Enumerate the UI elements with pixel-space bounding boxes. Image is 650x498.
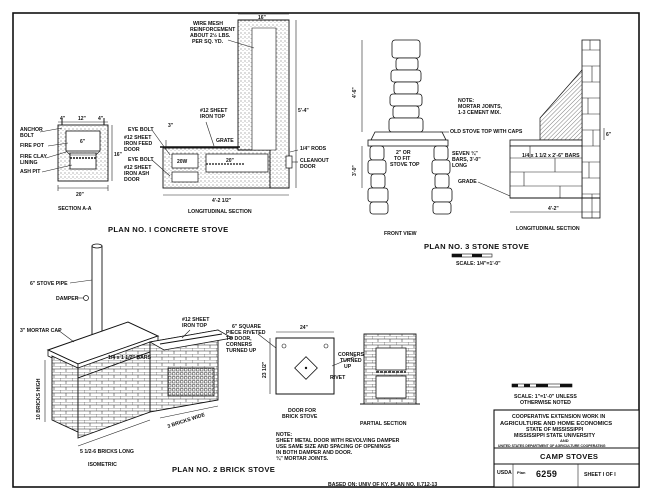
plan1-dim-3: 3" — [168, 123, 174, 129]
plan1-dim-5-4: 5'-4" — [298, 108, 309, 114]
plan2-isometric-caption: ISOMETRIC — [88, 462, 117, 468]
title-block-org6: UNITED STATES DEPARTMENT OF AGRICULTURE … — [498, 444, 606, 448]
title-block-plan-no: 6259 — [536, 469, 557, 479]
plan2-label-damper: DAMPER — [56, 296, 79, 302]
title-block-sheet: SHEET I OF I — [584, 472, 616, 478]
plan2-isometric — [44, 243, 234, 447]
plan3-dim-4-2: 4'-2" — [548, 206, 559, 212]
plan3-label-bars2: 1/4 x 1 1/2 x 2'-6" BARS — [522, 153, 580, 159]
plan2-note: NOTE: SHEET METAL DOOR WITH REVOLVING DA… — [276, 432, 401, 462]
plan1-dim-4b: 4" — [98, 116, 104, 122]
plan3-dim-6: 6" — [606, 132, 612, 138]
plan2-label-pipe: 6" STOVE PIPE — [30, 281, 68, 287]
plan2-label-bars: 1/4 x 1 1/2" BARS — [108, 355, 152, 361]
plan1-section-aa — [57, 118, 113, 191]
title-block-sheet-title: CAMP STOVES — [540, 452, 598, 461]
plan1-long-caption: LONGITUDINAL SECTION — [188, 209, 252, 215]
plan1-dim-20: 20" — [76, 192, 85, 198]
plan1-title: PLAN NO. I CONCRETE STOVE — [108, 225, 228, 234]
title-block-org5: AND — [560, 438, 569, 443]
plan1-dim-4-2: 4'-2 1/2" — [212, 198, 232, 204]
plan2-based-on: BASED ON: UNIV OF KY. PLAN NO. II.712-13 — [328, 482, 437, 488]
plan1-section-caption: SECTION A-A — [58, 206, 92, 212]
title-block-plan-prefix: Plan — [517, 470, 526, 475]
plan2-door-drawing — [257, 331, 357, 395]
plan1-dim-20w: 20W — [177, 159, 188, 165]
plan1-label-grate: GRATE — [216, 138, 234, 144]
plan1-label-rods: 1/4" RODS — [300, 146, 327, 152]
plan1-label-fire-pot: FIRE POT — [20, 143, 45, 149]
plan1-label-ash-pit: ASH PIT — [20, 169, 41, 175]
title-block-org4: MISSISSIPPI STATE UNIVERSITY — [514, 433, 596, 439]
title-block-org2: AGRICULTURE AND HOME ECONOMICS — [500, 421, 612, 427]
plan2-partial-caption: PARTIAL SECTION — [360, 421, 407, 427]
plan1-dim-16-top: 16" — [258, 15, 267, 21]
title-block-usda: USDA — [497, 470, 512, 476]
plan1-label-eye-bolt: EYE BOLT — [128, 127, 154, 133]
plan3-dim-3-0: 3'-0" — [352, 165, 358, 176]
plan3-longitudinal-section — [509, 39, 605, 219]
sheet-border — [12, 12, 640, 488]
plan2-label-bricks-wide: 3 BRICKS WIDE — [167, 412, 207, 430]
plan2-label-rivet: RIVET — [330, 375, 346, 381]
plan3-label-note: NOTE:MORTAR JOINTS,1-3 CEMENT MIX. — [458, 98, 503, 116]
plan3-dim-4-6: 4'-6" — [352, 87, 358, 98]
plan3-label-grade: GRADE — [458, 179, 477, 185]
plan2-label-bricks-high: 10 BRICKS HIGH — [36, 378, 42, 420]
title-block-org1: COOPERATIVE EXTENSION WORK IN — [512, 414, 606, 420]
plan3-scale-bar — [451, 253, 493, 258]
plan1-label-eye-bolt2: EYE BOLT — [128, 157, 154, 163]
title-block-org3: STATE OF MISSISSIPPI — [526, 427, 584, 433]
plan3-label-stove-top: OLD STOVE TOP WITH CAPS — [450, 129, 523, 135]
plan2-brick-stove: 6" STOVE PIPE DAMPER 3" MORTAR CAP #12 S… — [20, 243, 437, 488]
plan3-title: PLAN NO. 3 STONE STOVE — [424, 242, 529, 251]
plan3-front-caption: FRONT VIEW — [384, 231, 417, 237]
plan1-dim-12: 12" — [78, 116, 87, 122]
main-scale-bar — [511, 383, 573, 388]
plan2-label-mortar-cap: 3" MORTAR CAP — [20, 328, 62, 334]
plan2-dim-24: 24" — [300, 325, 309, 331]
plan3-front-view — [361, 39, 453, 215]
plan2-partial-section — [360, 333, 420, 405]
plan3-long-caption: LONGITUDINAL SECTION — [516, 226, 580, 232]
plan2-label-bricks-long: 5 1/2-6 BRICKS LONG — [80, 449, 134, 455]
plan2-dim-23: 23 1/2" — [262, 361, 268, 378]
plan2-title: PLAN NO. 2 BRICK STOVE — [172, 465, 275, 474]
plan1-dim-16: 16" — [114, 152, 123, 158]
plan1-dim-6: 6" — [80, 139, 86, 145]
plan1-dim-4a: 4" — [60, 116, 66, 122]
plan1-dim-20b: 20" — [226, 158, 235, 164]
plan3-scale: SCALE: 1/4"=1'-0" — [456, 261, 501, 267]
plan1-longitudinal-section — [160, 13, 297, 196]
plan3-label-bars: SEVEN ¾"BARS, 3'-0"LONG — [452, 150, 481, 169]
